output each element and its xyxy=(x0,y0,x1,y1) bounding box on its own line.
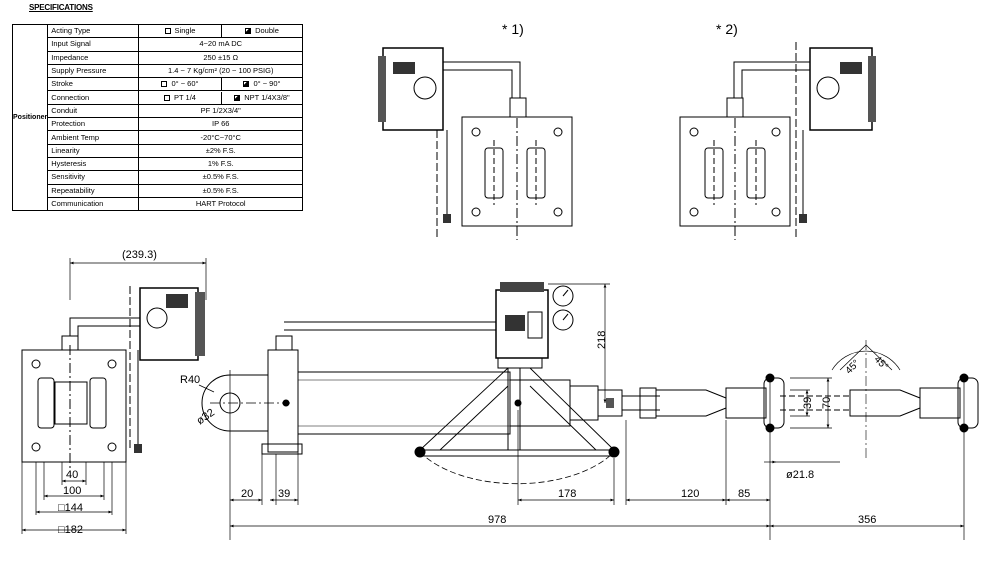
rod-end xyxy=(655,389,727,417)
dim-120: 120 xyxy=(681,488,699,500)
trunnion-post xyxy=(507,368,521,450)
dim-85: 85 xyxy=(738,488,750,500)
spec-value: HART Protocol xyxy=(138,196,304,212)
dim-239-3: (239.3) xyxy=(122,249,157,261)
view-1-bracket xyxy=(440,61,521,98)
cylinder-head xyxy=(267,349,299,453)
spec-label: Input Signal xyxy=(47,37,140,52)
view-1-bolt-hole xyxy=(553,127,563,137)
dim-39: 39 xyxy=(278,488,290,500)
checked-box-icon xyxy=(243,81,250,88)
dim-178: 178 xyxy=(558,488,576,500)
spec-option-label: NPT 1/4X3/8" xyxy=(244,92,290,102)
spec-value: 4~20 mA DC xyxy=(138,37,304,52)
dim-45-left: 45° xyxy=(844,358,862,376)
view-1-bolt-hole xyxy=(471,127,481,137)
dim-182: □182 xyxy=(58,524,83,536)
dim-39-vertical: 39 xyxy=(802,397,814,409)
main-gauge-bottom xyxy=(552,309,574,331)
spec-option: 0° ~ 90° xyxy=(220,78,302,90)
main-gauge-top xyxy=(552,285,574,307)
dim-356: 356 xyxy=(858,514,876,526)
specifications-heading: SPECIFICATIONS xyxy=(29,3,93,12)
spec-category: Positioner xyxy=(11,23,49,212)
view-1-bolt-hole xyxy=(471,207,481,217)
dim-218: 218 xyxy=(596,331,608,349)
spec-label: Impedance xyxy=(47,50,140,65)
spec-options: PT 1/4 NPT 1/4X3/8" xyxy=(138,90,304,105)
spec-option-label: 0° ~ 60° xyxy=(171,79,199,89)
unchecked-box-icon xyxy=(161,81,168,88)
view-1-bolt-hole xyxy=(553,207,563,217)
spec-option: Single xyxy=(140,26,221,37)
dim-100: 100 xyxy=(63,485,81,497)
dim-70: 70 xyxy=(821,397,833,409)
spec-option-label: PT 1/4 xyxy=(174,92,196,102)
view-1-gauge xyxy=(413,76,437,100)
spec-option: PT 1/4 xyxy=(140,92,221,103)
dim-40: 40 xyxy=(66,469,78,481)
unchecked-box-icon xyxy=(164,94,170,101)
clevis-end xyxy=(201,374,268,432)
spec-value: 250 ±15 Ω xyxy=(138,50,304,65)
feedback-rod xyxy=(284,321,500,331)
dim-32: ø32 xyxy=(195,407,217,428)
dim-21-8: ø21.8 xyxy=(786,469,814,481)
checked-box-icon xyxy=(234,94,241,101)
side-view-shaft-block xyxy=(54,381,88,425)
dim-978: 978 xyxy=(488,514,506,526)
main-assembly-drawing: R40 ø32 xyxy=(180,282,979,540)
rod-eye xyxy=(763,377,785,429)
side-view-bracket xyxy=(69,317,140,336)
spec-option: NPT 1/4X3/8" xyxy=(220,92,302,104)
spec-options: Single Double xyxy=(138,23,304,39)
view-1-drawing: * 1) xyxy=(378,21,573,240)
spec-option-label: 0° ~ 90° xyxy=(253,79,281,89)
spec-option: 0° ~ 60° xyxy=(140,79,221,90)
spec-option: Double xyxy=(220,25,302,37)
spec-option-label: Double xyxy=(255,26,279,36)
side-view-drawing: (239.3) 40 100 □144 □182 xyxy=(21,249,207,536)
support-frame xyxy=(419,367,615,451)
checked-box-icon xyxy=(245,28,252,35)
view-1-positioner-body xyxy=(382,47,444,131)
view-1-label: * 1) xyxy=(502,21,524,37)
view-2-label: * 2) xyxy=(716,21,738,37)
cylinder-body xyxy=(297,371,511,435)
view-2-positioner-body xyxy=(809,47,873,131)
unchecked-box-icon xyxy=(164,28,171,35)
dim-144: □144 xyxy=(58,502,83,514)
view-1-shaft xyxy=(509,97,527,118)
view-2-drawing: * 2) xyxy=(679,21,876,240)
dim-r40: R40 xyxy=(180,374,200,386)
dim-20: 20 xyxy=(241,488,253,500)
spec-option-label: Single xyxy=(174,26,196,36)
